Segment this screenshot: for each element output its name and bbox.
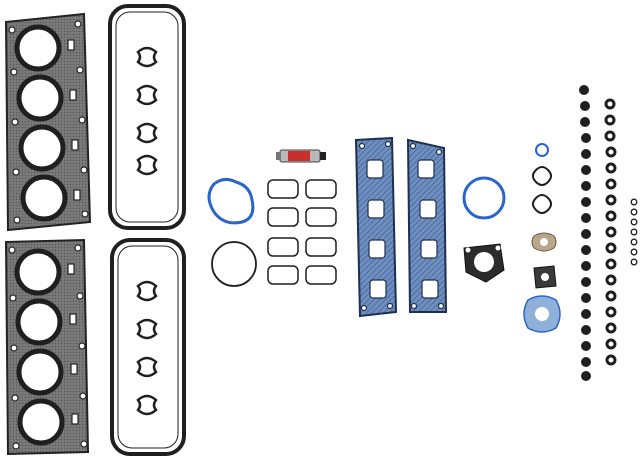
valve-stem-seals-medium — [604, 98, 617, 366]
tan-gasket — [531, 232, 557, 252]
small-blue-oring — [535, 143, 549, 157]
head-gasket-lower — [4, 238, 90, 456]
valve-cover-gasket-lower — [110, 238, 186, 456]
intake-port-gaskets — [267, 179, 337, 285]
head-gasket-upper — [4, 12, 92, 232]
valve-stem-seals-large — [579, 85, 591, 381]
egr-blue-gasket — [523, 295, 561, 333]
sealant-tube — [276, 149, 326, 163]
exhaust-manifold-gasket-right — [406, 138, 448, 313]
valve-cover-gasket-upper — [108, 4, 186, 230]
small-black-gaskets — [532, 166, 552, 214]
small-orings — [630, 198, 638, 266]
throttle-body-seal — [207, 177, 255, 225]
timing-cover-seal — [462, 176, 506, 220]
thermostat-gasket — [463, 243, 505, 283]
round-ring-gasket — [211, 241, 257, 287]
exhaust-manifold-gasket-left — [354, 136, 398, 318]
black-flange-gasket — [533, 265, 557, 289]
